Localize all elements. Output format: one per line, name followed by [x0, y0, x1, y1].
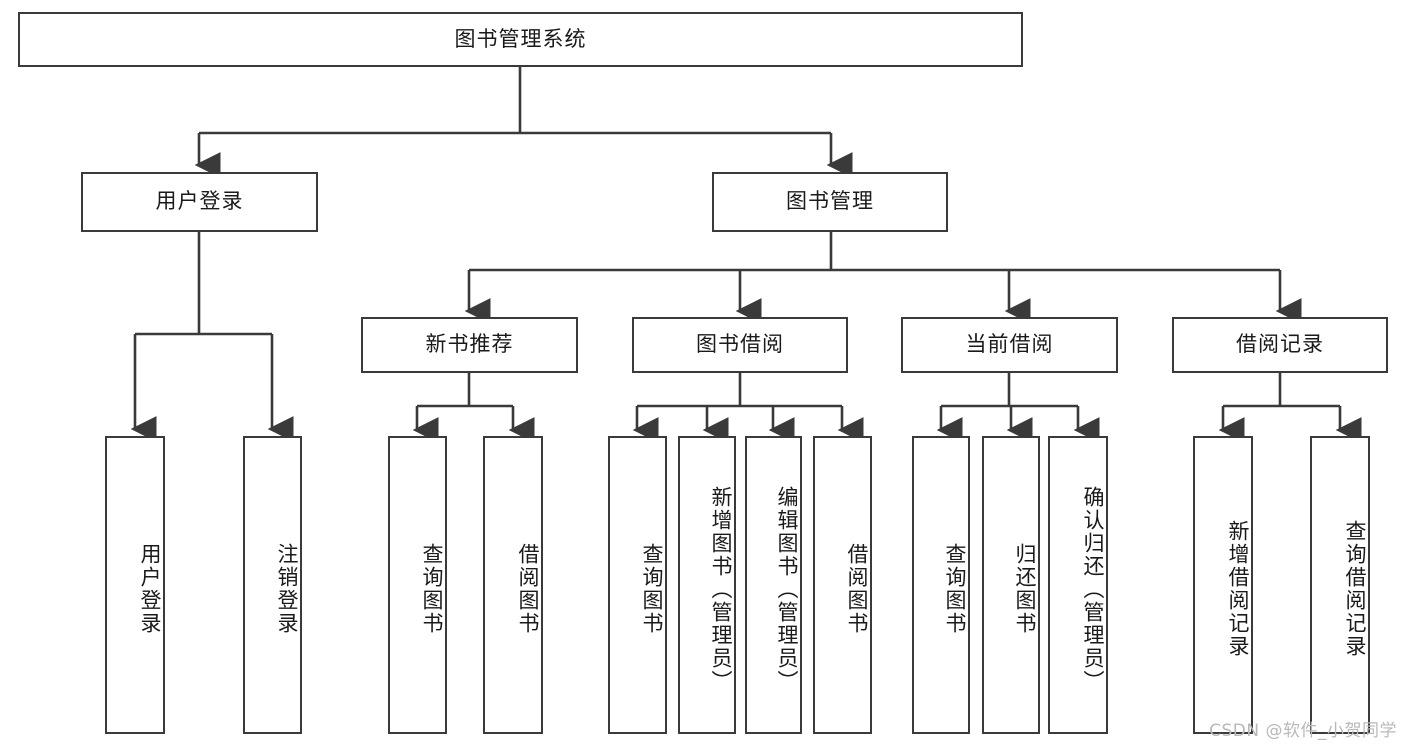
- leaf-add-borrow-record-label: 新增借阅记录: [1226, 520, 1250, 658]
- leaf-user-login-label: 用户登录: [138, 543, 162, 635]
- leaf-query-book-2[interactable]: 查询图书: [608, 436, 667, 734]
- leaf-user-login[interactable]: 用户登录: [105, 436, 165, 734]
- leaf-borrow-book-2[interactable]: 借阅图书: [813, 436, 872, 734]
- leaf-query-book-1-label: 查询图书: [420, 543, 444, 635]
- leaf-add-book-admin[interactable]: 新增图书（管理员）: [678, 436, 736, 734]
- node-book-manage-label: 图书管理: [786, 189, 874, 214]
- leaf-return-book[interactable]: 归还图书: [982, 436, 1040, 734]
- leaf-add-book-admin-label: 新增图书（管理员）: [709, 485, 733, 693]
- node-book-borrow-label: 图书借阅: [696, 332, 784, 357]
- leaf-query-borrow-record-label: 查询借阅记录: [1343, 520, 1367, 658]
- leaf-edit-book-admin[interactable]: 编辑图书（管理员）: [745, 436, 802, 734]
- leaf-borrow-book-1[interactable]: 借阅图书: [483, 436, 543, 734]
- leaf-return-book-label: 归还图书: [1013, 543, 1037, 635]
- node-user-login-label: 用户登录: [155, 189, 244, 214]
- leaf-confirm-return-admin-label: 确认归还（管理员）: [1081, 485, 1105, 693]
- watermark: CSDN @软件_小贺同学: [1209, 721, 1397, 741]
- leaf-logout-login-label: 注销登录: [275, 543, 299, 635]
- node-root[interactable]: 图书管理系统: [18, 12, 1023, 67]
- node-user-login[interactable]: 用户登录: [81, 172, 318, 232]
- leaf-add-borrow-record[interactable]: 新增借阅记录: [1193, 436, 1253, 734]
- leaf-borrow-book-1-label: 借阅图书: [516, 543, 540, 635]
- node-borrow-record-label: 借阅记录: [1236, 332, 1324, 357]
- leaf-confirm-return-admin[interactable]: 确认归还（管理员）: [1048, 436, 1108, 734]
- leaf-query-book-1[interactable]: 查询图书: [388, 436, 447, 734]
- node-new-book-recommend[interactable]: 新书推荐: [361, 317, 578, 373]
- node-root-label: 图书管理系统: [454, 26, 587, 51]
- node-current-borrow-label: 当前借阅: [965, 332, 1054, 357]
- leaf-query-borrow-record[interactable]: 查询借阅记录: [1310, 436, 1370, 734]
- leaf-logout-login[interactable]: 注销登录: [243, 436, 302, 734]
- node-new-book-recommend-label: 新书推荐: [425, 332, 514, 357]
- node-current-borrow[interactable]: 当前借阅: [901, 317, 1118, 373]
- leaf-query-book-3-label: 查询图书: [943, 543, 967, 635]
- leaf-query-book-3[interactable]: 查询图书: [912, 436, 970, 734]
- node-book-manage[interactable]: 图书管理: [712, 172, 948, 232]
- leaf-query-book-2-label: 查询图书: [640, 543, 664, 635]
- leaf-edit-book-admin-label: 编辑图书（管理员）: [775, 485, 799, 693]
- node-book-borrow[interactable]: 图书借阅: [632, 317, 848, 373]
- leaf-borrow-book-2-label: 借阅图书: [845, 543, 869, 635]
- node-borrow-record[interactable]: 借阅记录: [1172, 317, 1388, 373]
